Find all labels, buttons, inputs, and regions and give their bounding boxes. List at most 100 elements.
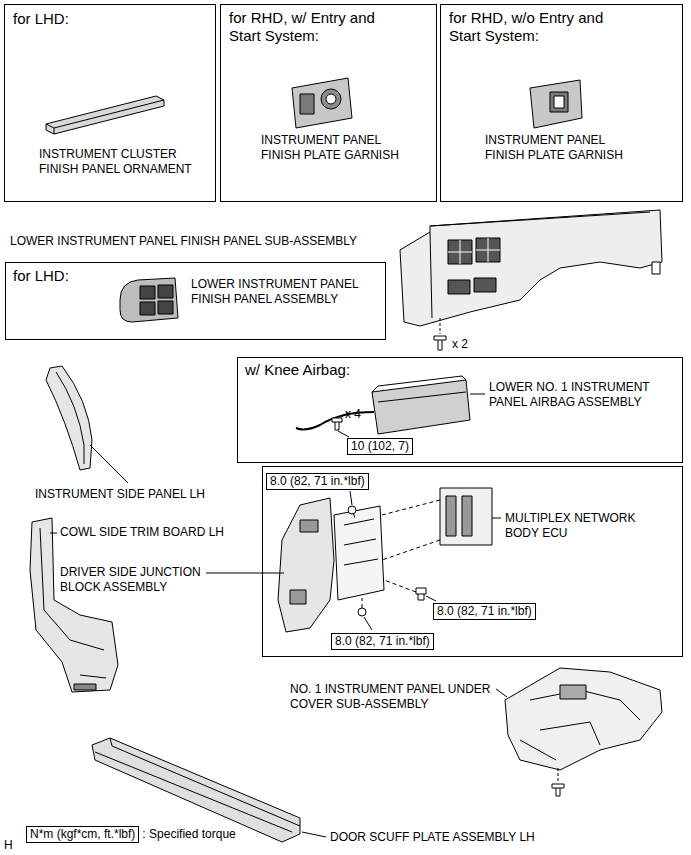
panel-grid xyxy=(448,238,500,264)
nut-symbol xyxy=(348,506,356,514)
bolt-symbol xyxy=(416,588,426,600)
side-panel-edge xyxy=(56,372,84,464)
lower-panel-edge xyxy=(430,212,650,318)
leader-line xyxy=(426,596,436,601)
parts-drawing xyxy=(30,78,662,842)
garnish-part xyxy=(292,78,352,128)
panel-opening xyxy=(158,301,173,314)
bolt-symbol xyxy=(332,418,342,430)
connector-socket xyxy=(300,520,318,532)
torque-value: 10 (102, 7) xyxy=(351,439,409,454)
junction-bracket xyxy=(278,498,334,632)
leader-line xyxy=(90,445,128,483)
cowl-trim-part xyxy=(30,518,118,692)
part-name: DRIVER SIDE JUNCTION BLOCK ASSEMBLY xyxy=(60,565,220,595)
panel-tab xyxy=(652,262,660,274)
garnish-button xyxy=(300,94,314,114)
variant-box: for RHD, w/ Entry and Start System: INSTR… xyxy=(220,4,437,202)
quantity: x 4 xyxy=(345,407,361,422)
panel-opening xyxy=(474,278,496,292)
garnish-button xyxy=(554,96,564,108)
airbag-edge xyxy=(372,376,466,402)
under-cover-part xyxy=(505,668,662,770)
part-name: INSTRUMENT SIDE PANEL LH xyxy=(35,487,205,502)
part-name: LOWER INSTRUMENT PANEL FINISH PANEL ASSE… xyxy=(191,277,366,307)
variant-heading: w/ Knee Airbag: xyxy=(245,361,350,379)
leader-line xyxy=(302,832,326,837)
variant-box: for RHD, w/o Entry and Start System: INST… xyxy=(440,4,683,202)
leader-line xyxy=(350,491,352,505)
part-name: LOWER INSTRUMENT PANEL FINISH PANEL SUB-… xyxy=(10,234,357,249)
variant-box: for LHD: INSTRUMENT CLUSTER FINISH PANEL … xyxy=(4,4,216,202)
legend-sample-text: N*m (kgf*cm, ft.*lbf) xyxy=(30,827,135,842)
ornament-part xyxy=(46,96,164,134)
leader-line xyxy=(470,394,485,395)
variant-heading: for RHD, w/ Entry and Start System: xyxy=(229,9,409,45)
under-cover-detail xyxy=(520,690,640,760)
variant-heading: for RHD, w/o Entry and Start System: xyxy=(449,9,629,45)
part-name: INSTRUMENT CLUSTER FINISH PANEL ORNAMENT xyxy=(39,147,211,177)
scuff-plate-edge xyxy=(95,738,300,832)
variant-heading: for LHD: xyxy=(13,10,69,28)
torque-value: 8.0 (82, 71 in.*lbf) xyxy=(270,474,365,489)
ecu-part xyxy=(440,488,492,545)
ornament-edge xyxy=(46,100,164,134)
leader-line xyxy=(338,431,349,437)
screw-symbol xyxy=(434,336,446,350)
torque-box: 8.0 (82, 71 in.*lbf) xyxy=(433,603,536,620)
torque-box: 10 (102, 7) xyxy=(347,438,413,455)
variant-heading: for LHD: xyxy=(13,267,69,285)
part-name: INSTRUMENT PANEL FINISH PLATE GARNISH xyxy=(261,133,411,163)
torque-value: 8.0 (82, 71 in.*lbf) xyxy=(335,634,430,649)
figure-code: H xyxy=(4,838,13,853)
garnish-switch xyxy=(326,94,336,104)
install-line xyxy=(440,318,441,334)
knee-airbag-part xyxy=(372,380,470,434)
part-name: COWL SIDE TRIM BOARD LH xyxy=(60,525,224,540)
panel-opening xyxy=(140,302,155,315)
airbag-harness xyxy=(296,412,374,429)
torque-box: 8.0 (82, 71 in.*lbf) xyxy=(331,633,434,650)
leader-line xyxy=(364,617,372,630)
variant-box: for LHD: LOWER INSTRUMENT PANEL FINISH PA… xyxy=(5,262,386,340)
nut-symbol xyxy=(358,608,366,616)
under-cover-detail xyxy=(560,685,586,699)
screw-symbol xyxy=(552,784,564,796)
part-name: INSTRUMENT PANEL FINISH PLATE GARNISH xyxy=(485,133,635,163)
part-name: MULTIPLEX NETWORK BODY ECU xyxy=(505,511,645,541)
ecu-connector xyxy=(446,496,456,536)
junction-block-detail xyxy=(344,519,378,565)
legend-text: : Specified torque xyxy=(142,827,235,842)
leader-line xyxy=(496,689,507,697)
lower-panel-assembly-part xyxy=(120,278,178,322)
ecu-connector xyxy=(462,496,472,536)
leader-line xyxy=(50,533,57,534)
leader-line xyxy=(206,573,284,574)
install-line xyxy=(558,768,559,782)
garnish-part xyxy=(530,80,582,128)
torque-box: 8.0 (82, 71 in.*lbf) xyxy=(266,473,369,490)
cowl-trim-edge xyxy=(40,528,106,678)
legend-torque-box: N*m (kgf*cm, ft.*lbf) xyxy=(26,826,139,843)
install-line xyxy=(352,500,440,608)
component-group-box: MULTIPLEX NETWORK BODY ECU 8.0 (82, 71 in… xyxy=(262,466,683,657)
panel-opening xyxy=(158,285,173,298)
side-panel-part xyxy=(46,366,92,470)
part-name: DOOR SCUFF PLATE ASSEMBLY LH xyxy=(330,830,535,845)
garnish-switch xyxy=(321,89,341,109)
junction-block-part xyxy=(334,506,384,600)
torque-value: 8.0 (82, 71 in.*lbf) xyxy=(437,604,532,619)
variant-box: w/ Knee Airbag: LOWER NO. 1 INSTRUMENT PA… xyxy=(237,357,683,463)
part-name: NO. 1 INSTRUMENT PANEL UNDER COVER SUB-A… xyxy=(290,682,505,712)
quantity: x 2 xyxy=(452,337,468,352)
panel-opening xyxy=(448,280,470,294)
lower-panel-part xyxy=(400,210,662,326)
panel-opening xyxy=(140,286,155,299)
garnish-button xyxy=(550,92,568,112)
cowl-clip xyxy=(74,684,96,690)
connector-socket xyxy=(290,590,306,604)
leader-line xyxy=(492,518,501,519)
part-name: LOWER NO. 1 INSTRUMENT PANEL AIRBAG ASSE… xyxy=(489,380,674,410)
